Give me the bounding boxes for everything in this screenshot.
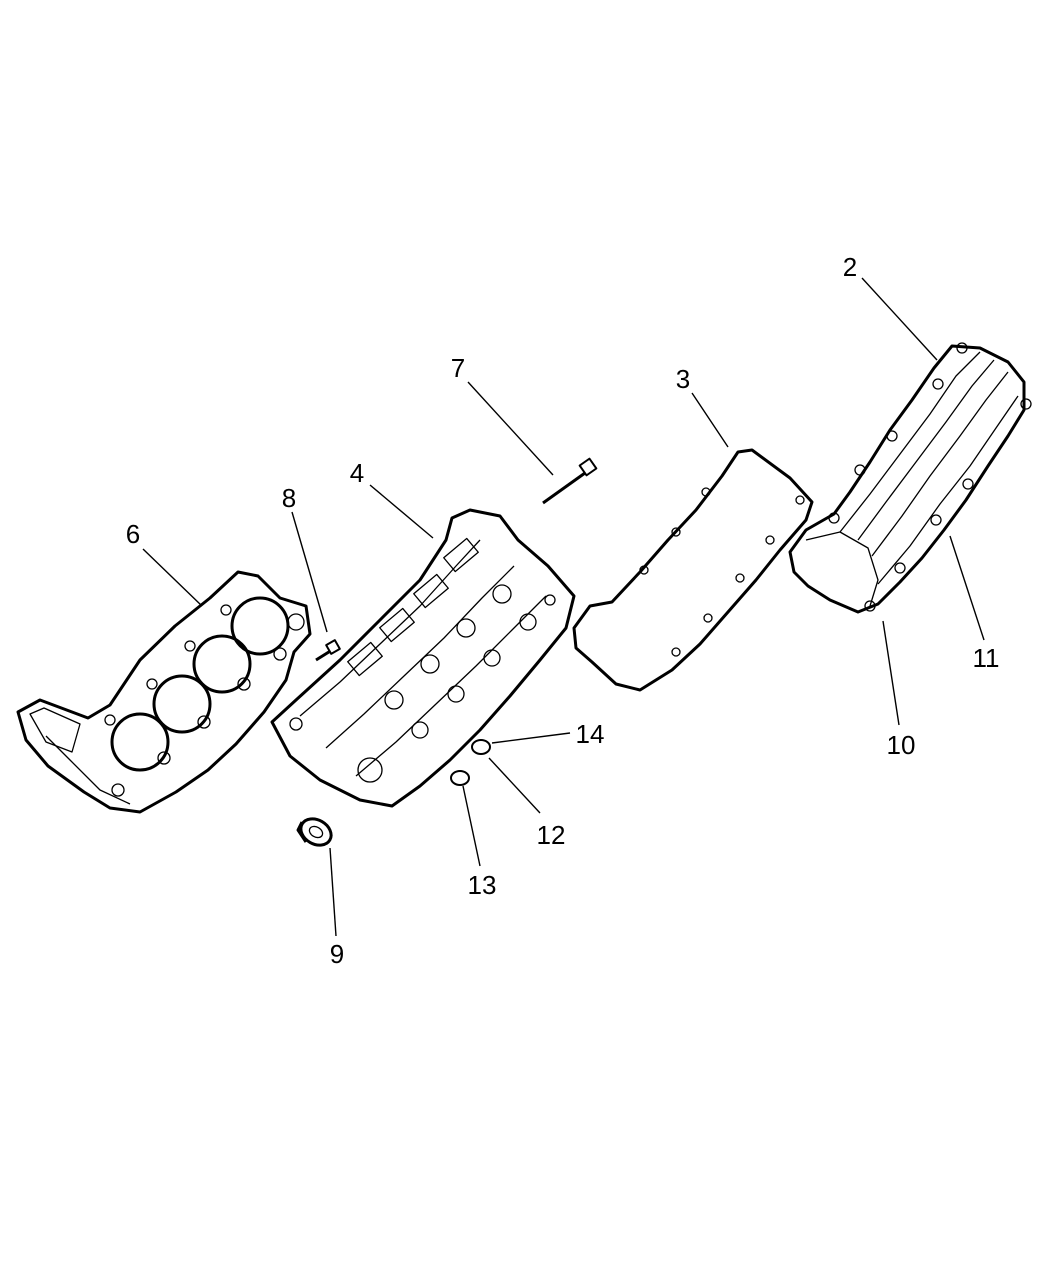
leader-10 [882,620,900,726]
callout-14: 14 [576,719,605,749]
cylinder-head[interactable] [270,508,576,808]
callout-4: 4 [350,458,364,488]
cap-plug[interactable] [296,814,336,851]
callout-3: 3 [676,364,690,394]
leader-4 [369,484,434,539]
leader-12 [488,757,541,814]
bolt-small[interactable] [315,639,341,662]
callout-7: 7 [451,353,465,383]
callout-9: 9 [330,939,344,969]
leader-14 [491,732,571,744]
callout-11: 11 [973,643,1000,673]
valve-cover-gasket[interactable] [572,448,814,692]
callout-labels: 2 3 4 6 7 8 9 10 11 12 13 14 [126,252,1000,969]
plug-14[interactable] [471,739,491,755]
plug-13[interactable] [450,770,470,786]
head-bolt[interactable] [542,457,598,505]
leader-3 [691,392,729,448]
leader-9 [329,847,337,937]
callout-12: 12 [537,820,566,850]
valve-cover[interactable] [788,342,1032,614]
callout-10: 10 [887,730,916,760]
callout-2: 2 [843,252,857,282]
leader-6 [142,548,203,607]
leader-13 [462,785,481,867]
leader-7 [467,381,554,476]
head-gasket[interactable] [16,570,312,814]
leader-2 [861,277,938,361]
callout-8: 8 [282,483,296,513]
callout-13: 13 [468,870,497,900]
callout-6: 6 [126,519,140,549]
leader-11 [949,535,985,641]
leader-lines [142,277,985,937]
leader-8 [291,511,328,633]
